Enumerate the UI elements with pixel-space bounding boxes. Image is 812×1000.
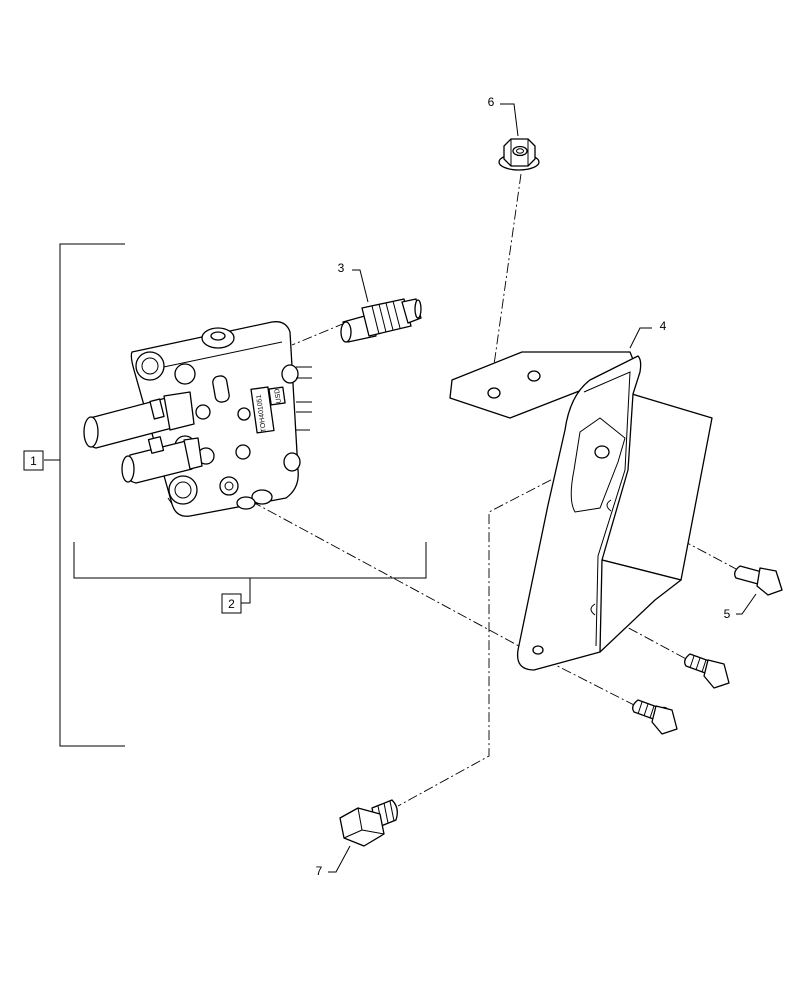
callout-2: 2 bbox=[221, 593, 242, 614]
hex-bolt-7 bbox=[339, 799, 398, 847]
callout-5-label: 5 bbox=[724, 607, 731, 621]
valve-marking-code: USD bbox=[274, 388, 283, 404]
callout-4-label: 4 bbox=[660, 319, 667, 333]
callout-6-label: 6 bbox=[488, 95, 495, 109]
callout-7-label: 7 bbox=[316, 864, 323, 878]
callout-2-label: 2 bbox=[228, 597, 235, 611]
assembly-bracket-1 bbox=[44, 243, 125, 747]
flange-bolt-lower bbox=[632, 699, 678, 735]
flange-bolt-upper bbox=[684, 653, 730, 689]
flange-bolt-5 bbox=[734, 565, 783, 596]
callout-1: 1 bbox=[23, 450, 44, 471]
relief-cartridge-3 bbox=[340, 298, 422, 343]
mounting-bracket-4 bbox=[449, 351, 713, 671]
assembly-bracket-2 bbox=[73, 542, 427, 604]
flange-nut-6 bbox=[498, 138, 540, 171]
valve-spools bbox=[83, 391, 203, 484]
leader-lines bbox=[328, 103, 757, 873]
callout-3-label: 3 bbox=[338, 261, 345, 275]
callout-1-label: 1 bbox=[30, 454, 37, 468]
